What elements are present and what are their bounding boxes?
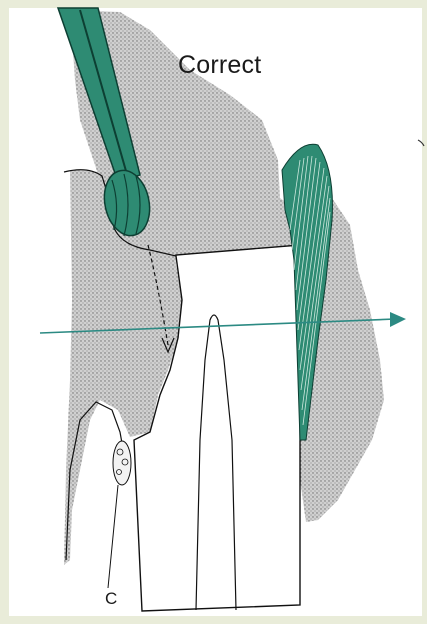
point-c-leader (108, 485, 118, 588)
point-c-label: C (105, 589, 117, 609)
correct-label: Correct (178, 51, 261, 80)
stray-mark (418, 140, 424, 146)
arrow-right-icon (390, 312, 406, 327)
